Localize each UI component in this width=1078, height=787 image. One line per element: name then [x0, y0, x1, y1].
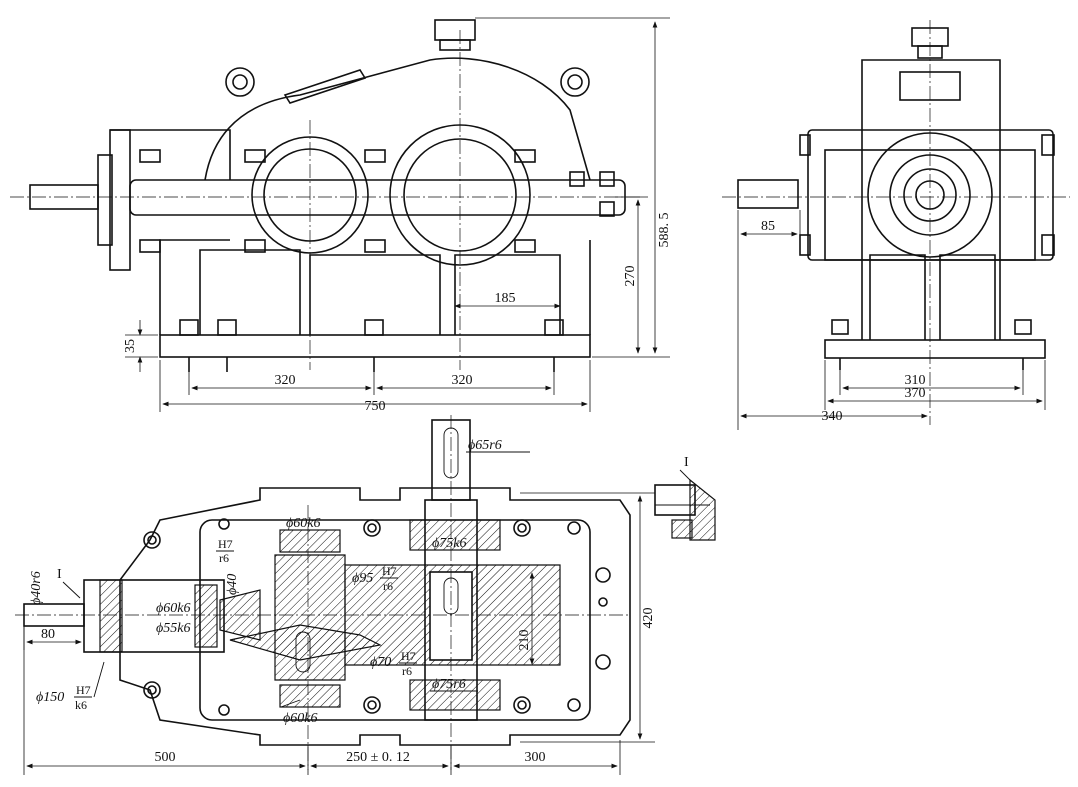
side-dim-310: 310: [905, 373, 926, 388]
fit-60k6-bot: ϕ60k6: [283, 711, 317, 726]
front-dim-35: 35: [123, 339, 138, 353]
fit95-r6: r6: [383, 579, 393, 593]
fit-75k6-top: ϕ75k6: [432, 536, 466, 551]
front-upper-cover: [204, 57, 591, 181]
fit-out-shaft: ϕ65r6: [468, 438, 502, 453]
fit-60k6-mid: ϕ60k6: [156, 601, 190, 616]
detail-ref-I: I: [57, 567, 62, 582]
front-rib-right: [454, 254, 561, 335]
front-dimensions: 588. 5 270 35 185 320 320 750: [123, 17, 672, 414]
top-dim-500: 500: [155, 750, 176, 765]
front-base-plate: [159, 334, 591, 358]
fit-phi70: ϕ70: [370, 655, 391, 670]
side-dimensions: 85 310 370 340: [737, 210, 1046, 430]
front-breather: [434, 19, 476, 41]
front-dim-185: 185: [495, 291, 516, 306]
top-dim-420: 420: [641, 608, 656, 629]
fit-60k6-top: ϕ60k6: [286, 516, 320, 531]
fit70-r6: r6: [402, 664, 412, 678]
side-rib-right: [939, 254, 996, 340]
fit-h7-top: H7: [218, 537, 233, 551]
top-dim-80: 80: [41, 627, 55, 642]
side-housing: [824, 149, 1036, 261]
front-rib-middle: [309, 254, 441, 335]
side-bearing-cap: [867, 132, 993, 258]
front-rib-left: [199, 249, 301, 335]
front-split-flange: [129, 179, 626, 216]
side-upper-body: [861, 59, 1001, 340]
fit-phi95: ϕ95: [352, 571, 373, 586]
fit150-k6: k6: [75, 698, 87, 712]
front-dim-320-left: 320: [275, 373, 296, 388]
top-bevel-gear: [229, 624, 382, 661]
front-input-cap: [109, 129, 131, 271]
fit-phi150: ϕ150: [36, 690, 64, 705]
side-view: 85 310 370 340: [722, 20, 1070, 430]
fit-phi40: ϕ40: [225, 574, 240, 595]
fit95-h7: H7: [382, 564, 397, 578]
top-dim-250: 250 ± 0. 12: [346, 750, 410, 765]
top-dim-300: 300: [525, 750, 546, 765]
front-flange-bolts: [139, 149, 615, 253]
front-foundation-bolts: [179, 319, 564, 372]
side-shaft: [737, 179, 799, 209]
fit-phi40r6: ϕ40r6: [29, 571, 44, 605]
detail-I: I: [654, 455, 716, 541]
side-rib-left: [869, 254, 926, 340]
top-dimensions: 80 210 420 500 250 ± 0. 12 300: [23, 492, 656, 775]
front-lift-eye-left: [225, 67, 255, 97]
fit-55k6: ϕ55k6: [156, 621, 190, 636]
front-dim-588-5: 588. 5: [657, 213, 672, 248]
top-dim-210: 210: [517, 630, 532, 651]
side-bolts: [799, 134, 1055, 370]
side-dim-370: 370: [905, 386, 926, 401]
top-fit-annotations: ϕ65r6 ϕ60k6 H7 r6 ϕ40 ϕ40r6 ϕ75k6 ϕ95 H7…: [29, 438, 530, 726]
fit70-h7: H7: [401, 649, 416, 663]
top-housing-outline: [119, 487, 631, 746]
top-view-section: I I ϕ65r6 ϕ60k6 H7 r6 ϕ40 ϕ40r6 ϕ75k6 ϕ9…: [15, 415, 716, 775]
front-dim-270: 270: [623, 266, 638, 287]
front-dim-750: 750: [365, 399, 386, 414]
front-dim-320-right: 320: [452, 373, 473, 388]
top-bolt-holes: [143, 518, 611, 716]
side-base-plate: [824, 339, 1046, 359]
front-lift-eye-right: [560, 67, 590, 97]
fit150-h7: H7: [76, 683, 91, 697]
front-view: 588. 5 270 35 185 320 320 750: [10, 17, 672, 414]
front-inspection-cover: [283, 69, 367, 104]
fit-r6-top: r6: [219, 551, 229, 565]
front-input-end: [110, 129, 231, 180]
side-dim-85: 85: [761, 219, 775, 234]
side-dim-340: 340: [822, 409, 843, 424]
fit-75r6-bot: ϕ75r6: [432, 677, 466, 692]
detail-label-I: I: [684, 455, 689, 470]
